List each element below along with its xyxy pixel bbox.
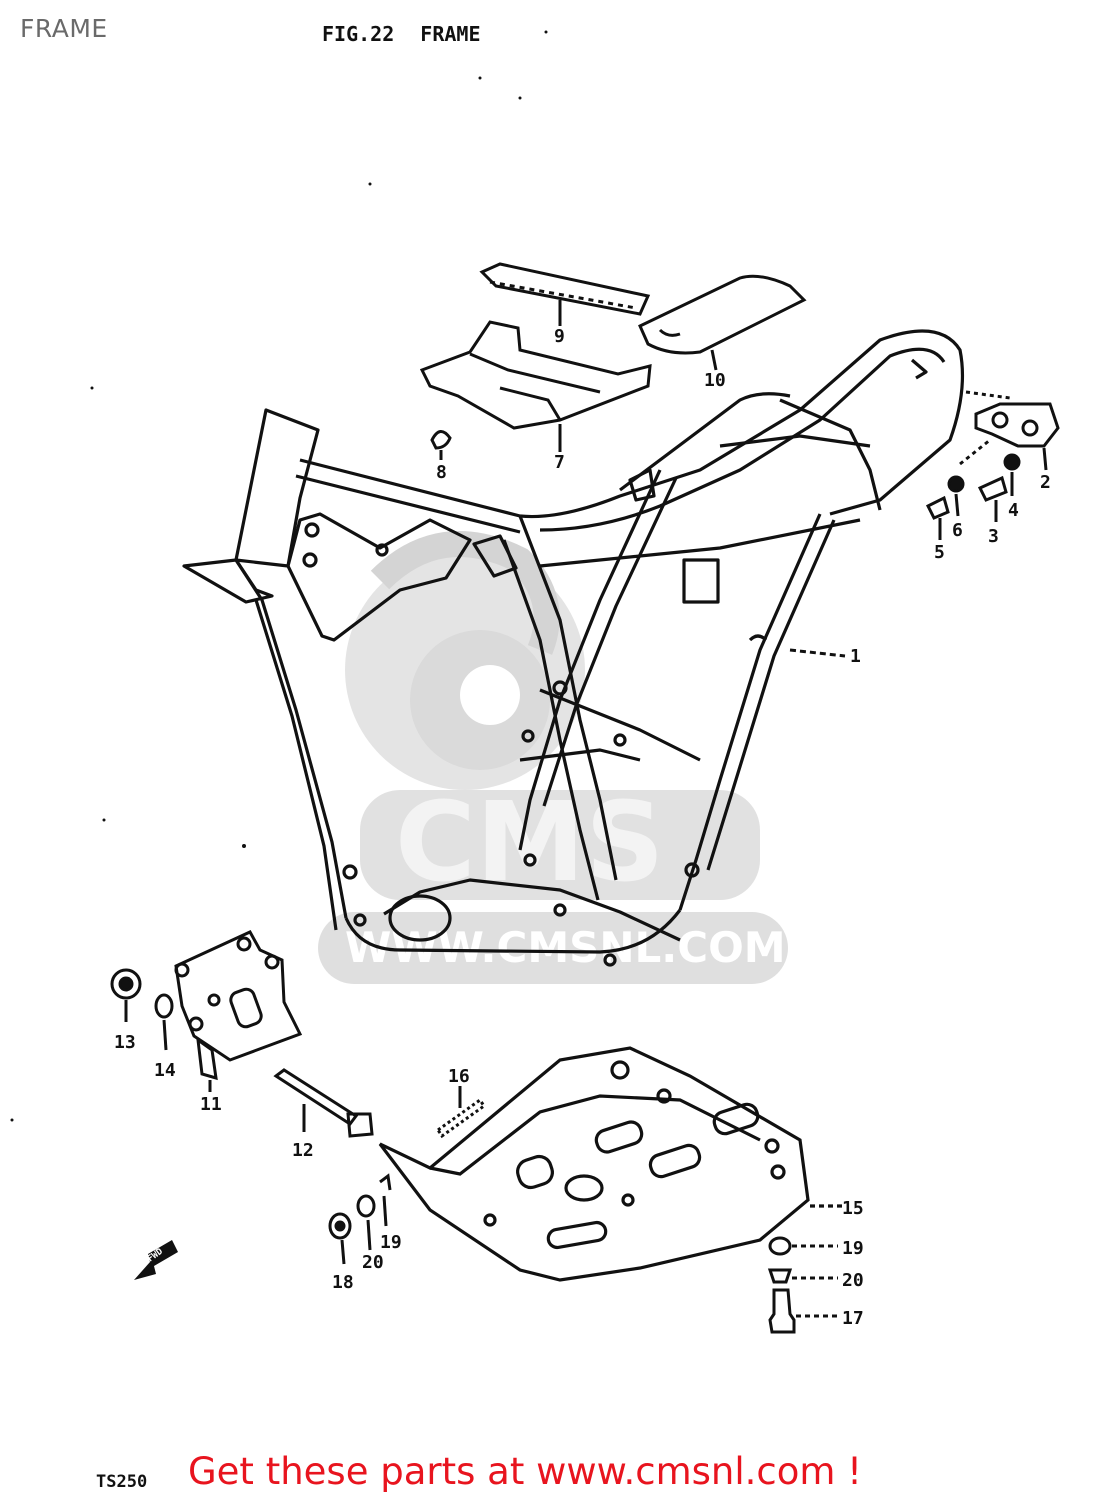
callout-1: 1 xyxy=(850,646,861,667)
model-code: TS250 xyxy=(96,1472,148,1492)
watermark-url: WWW.CMSNL.COM xyxy=(345,923,786,972)
page-label: FRAME xyxy=(20,14,108,43)
callout-20a: 20 xyxy=(362,1252,384,1273)
figure-title: FIG.22 FRAME xyxy=(322,22,481,46)
cms-watermark: CMS WWW.CMSNL.COM xyxy=(318,531,788,984)
part-13-nut xyxy=(110,968,142,1022)
part-14-washer xyxy=(154,993,174,1051)
part-8-grommet xyxy=(430,430,452,460)
callout-8: 8 xyxy=(436,462,447,483)
callout-17: 17 xyxy=(842,1308,864,1329)
part-19-washer xyxy=(379,1173,838,1256)
callout-13: 13 xyxy=(114,1032,136,1053)
callout-14: 14 xyxy=(154,1060,176,1081)
callout-labels: 1 2 3 4 5 6 7 8 9 10 11 12 13 14 15 16 1… xyxy=(114,326,1051,1329)
part-4-nut xyxy=(1003,453,1021,496)
part-9-seat-strap xyxy=(479,262,651,326)
callout-4: 4 xyxy=(1008,500,1019,521)
part-5-screw xyxy=(925,495,950,540)
part-15-skid-plate xyxy=(378,1046,842,1282)
forward-arrow-icon: FWD xyxy=(134,1240,178,1280)
part-11-engine-mount-plate xyxy=(174,930,303,1092)
callout-10: 10 xyxy=(704,370,726,391)
callout-19b: 19 xyxy=(842,1238,864,1259)
part-2-rear-bracket xyxy=(965,390,1060,471)
part-16-stud xyxy=(435,1086,487,1139)
callout-3: 3 xyxy=(988,526,999,547)
callout-19a: 19 xyxy=(380,1232,402,1253)
callout-12: 12 xyxy=(292,1140,314,1161)
callout-11: 11 xyxy=(200,1094,222,1115)
callout-15: 15 xyxy=(842,1198,864,1219)
callout-9: 9 xyxy=(554,326,565,347)
part-12-long-bolt xyxy=(273,1068,374,1138)
part-3-bolt xyxy=(977,475,1008,522)
part-1-main-frame xyxy=(182,329,965,967)
callout-20b: 20 xyxy=(842,1270,864,1291)
part-20-lockwasher xyxy=(356,1194,838,1284)
part-10-seat-pad xyxy=(638,274,807,371)
part-7-battery-bracket xyxy=(419,320,652,452)
part-18-nut xyxy=(328,1212,352,1265)
get-parts-link[interactable]: Get these parts at www.cmsnl.com ! xyxy=(188,1450,863,1493)
callout-16: 16 xyxy=(448,1066,470,1087)
callout-2: 2 xyxy=(1040,472,1051,493)
callout-7: 7 xyxy=(554,452,565,473)
callout-18: 18 xyxy=(332,1272,354,1293)
part-17-bolt xyxy=(768,1288,840,1334)
scan-specks xyxy=(10,30,548,1122)
callout-5: 5 xyxy=(934,542,945,563)
part-6-washer xyxy=(947,438,991,517)
callout-6: 6 xyxy=(952,520,963,541)
